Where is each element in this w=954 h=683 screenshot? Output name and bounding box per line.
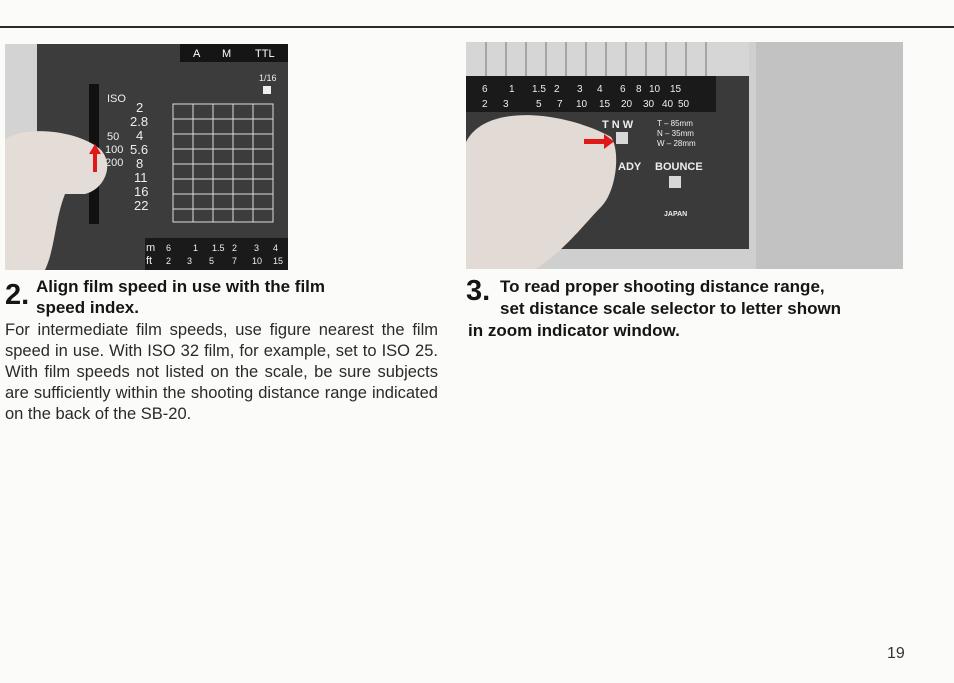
step-2-heading-line-1: Align film speed in use with the film — [36, 277, 326, 296]
zoom-n-label: N – 35mm — [657, 129, 694, 138]
left-m-value: 2 — [232, 243, 237, 253]
left-ft-value: 10 — [252, 256, 262, 266]
aperture-8: 8 — [136, 156, 143, 171]
step-3-heading-line-2: set distance scale selector to letter sh… — [500, 299, 842, 318]
left-ft-value: 15 — [273, 256, 283, 266]
iso-200: 200 — [105, 157, 123, 169]
right-m-value: 4 — [597, 84, 603, 95]
right-ft-value: 20 — [621, 99, 633, 110]
right-m-value: 3 — [577, 84, 583, 95]
step-3-number: 3. — [466, 275, 491, 307]
left-m-value: 4 — [273, 243, 278, 253]
right-ft-value: 5 — [536, 99, 542, 110]
right-m-value: 10 — [649, 84, 661, 95]
mode-a-label: A — [193, 48, 201, 60]
bounce-label: BOUNCE — [655, 161, 703, 173]
left-m-value: 1 — [193, 243, 198, 253]
japan-label: JAPAN — [664, 211, 687, 218]
right-m-value: 8 — [636, 84, 642, 95]
mode-ttl-label: TTL — [255, 48, 275, 60]
aperture-2: 2 — [136, 100, 143, 115]
iso-100: 100 — [105, 144, 123, 156]
aperture-5-6: 5.6 — [130, 142, 148, 157]
right-ft-value: 2 — [482, 99, 488, 110]
zoom-w-label: W – 28mm — [657, 139, 696, 148]
zoom-t-label: T – 85mm — [657, 119, 693, 128]
right-ft-value: 15 — [599, 99, 611, 110]
aperture-2-8: 2.8 — [130, 114, 148, 129]
step-2-heading-line-2: speed index. — [36, 298, 139, 317]
aperture-4: 4 — [136, 128, 143, 143]
aperture-11: 11 — [134, 170, 148, 185]
right-ft-value: 3 — [503, 99, 509, 110]
left-ft-label: ft — [146, 255, 152, 267]
left-ft-value: 3 — [187, 256, 192, 266]
red-arrow-icon — [584, 134, 614, 149]
right-ft-value: 7 — [557, 99, 563, 110]
right-ft-value: 40 — [662, 99, 674, 110]
right-ft-value: 10 — [576, 99, 588, 110]
right-m-value: 6 — [620, 84, 626, 95]
photo-film-speed-dial: A M TTL 1/16 ISO 50 100 200 2 2.8 4 5.6 … — [5, 44, 288, 270]
right-ft-value: 30 — [643, 99, 655, 110]
right-m-value: 15 — [670, 84, 682, 95]
step-3-heading-line-1: To read proper shooting distance range, — [500, 277, 825, 296]
right-ft-value: 50 — [678, 99, 690, 110]
red-arrow-icon — [89, 144, 101, 172]
right-m-value: 6 — [482, 84, 488, 95]
right-m-value: 2 — [554, 84, 560, 95]
step-3-heading-line-3: in zoom indicator window. — [468, 321, 680, 340]
step-2-body: For intermediate film speeds, use figure… — [5, 321, 438, 423]
top-rule — [0, 26, 954, 28]
left-ft-value: 2 — [166, 256, 171, 266]
zoom-letters: T N W — [602, 119, 634, 131]
left-m-value: 1.5 — [212, 243, 225, 253]
left-m-value: 6 — [166, 243, 171, 253]
left-ft-value: 5 — [209, 256, 214, 266]
aperture-16: 16 — [134, 184, 148, 199]
finger-right — [466, 115, 617, 269]
aperture-22: 22 — [134, 198, 148, 213]
iso-50: 50 — [107, 131, 119, 143]
mode-m-label: M — [222, 48, 231, 60]
ready-label: ADY — [618, 161, 642, 173]
page-number: 19 — [887, 645, 905, 662]
left-ft-value: 7 — [232, 256, 237, 266]
finger-left — [5, 131, 108, 270]
right-m-value: 1.5 — [532, 84, 546, 95]
photo-distance-scale-selector: 6 1 1.5 2 3 4 6 8 10 15 2 3 5 7 10 15 20… — [466, 42, 903, 269]
right-m-value: 1 — [509, 84, 515, 95]
iso-label: ISO — [107, 93, 126, 105]
left-m-label: m — [146, 242, 155, 254]
left-m-value: 3 — [254, 243, 259, 253]
fraction-label: 1/16 — [259, 73, 277, 83]
step-2-number: 2. — [5, 279, 30, 311]
